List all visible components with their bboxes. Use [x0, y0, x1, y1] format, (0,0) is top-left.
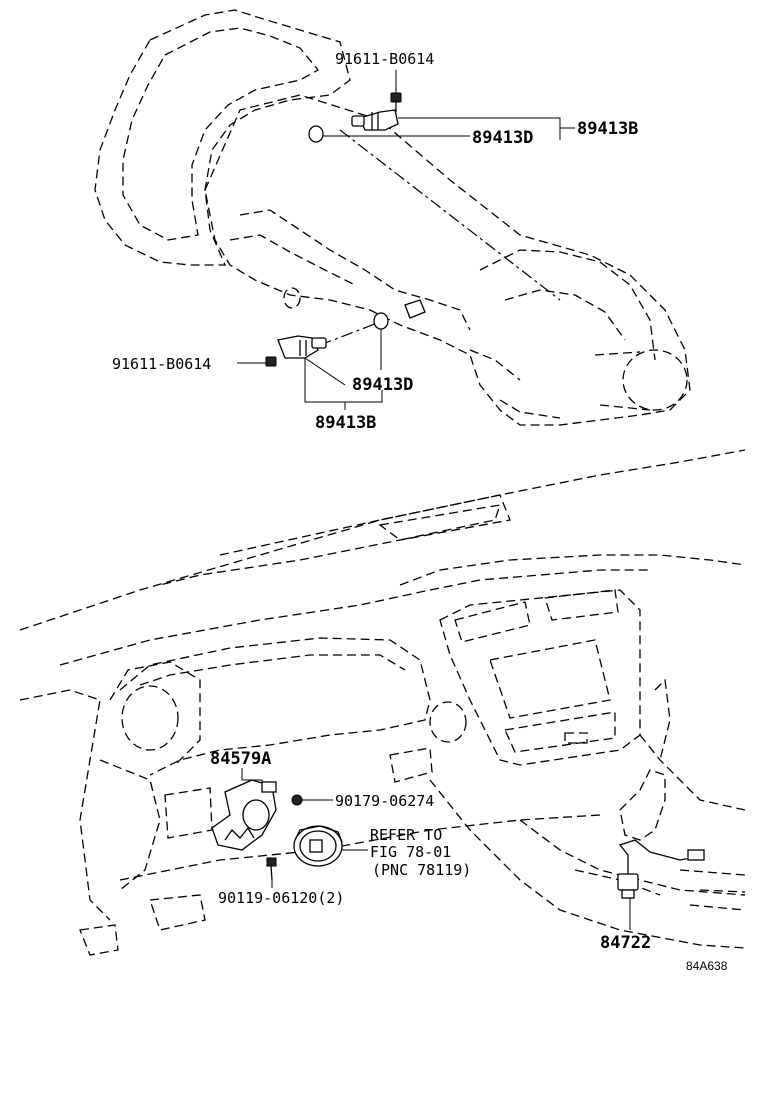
callout-refer-line1: REFER TO	[370, 826, 442, 844]
callout-bolt-lower: 91611-B0614	[112, 355, 211, 373]
callout-refer-line3: (PNC 78119)	[372, 861, 471, 879]
centerline-upper	[339, 129, 561, 301]
centerline-lower	[319, 321, 381, 346]
upper-oring-icon	[308, 125, 324, 143]
leader-bracket-a	[241, 768, 263, 786]
callout-bolt-upper: 91611-B0614	[335, 50, 434, 68]
lower-speed-sensor	[277, 335, 327, 359]
nut-icon	[291, 794, 303, 806]
lower-clip-icon	[404, 299, 426, 319]
callout-nut: 90179-06274	[335, 792, 434, 810]
transmission-outline	[94, 9, 691, 426]
lower-oring-icon	[373, 312, 389, 330]
switch-icon	[293, 825, 343, 867]
callout-screw: 90119-06120(2)	[218, 889, 344, 907]
callout-oring-upper-d: 89413D	[472, 128, 533, 148]
upper-bolt-icon	[390, 92, 402, 112]
lower-bolt-icon	[265, 356, 277, 367]
callout-sensor-lower-b: 89413B	[315, 413, 376, 433]
callout-bracket-a: 84579A	[210, 749, 271, 769]
leader-sensor-lower	[304, 357, 383, 410]
bracket-icon	[211, 779, 277, 851]
dashboard-outline	[19, 449, 746, 956]
callout-sensor-upper-b: 89413B	[577, 119, 638, 139]
shift-switch-icon	[617, 839, 705, 899]
leader-sensor-upper-b	[398, 117, 561, 140]
callout-shift-switch: 84722	[600, 933, 651, 953]
diagram-id: 84A638	[686, 959, 728, 973]
upper-speed-sensor	[351, 109, 399, 131]
screw-icon	[266, 857, 277, 881]
callout-refer-line2: FIG 78-01	[370, 843, 451, 861]
callout-oring-lower-d: 89413D	[352, 375, 413, 395]
